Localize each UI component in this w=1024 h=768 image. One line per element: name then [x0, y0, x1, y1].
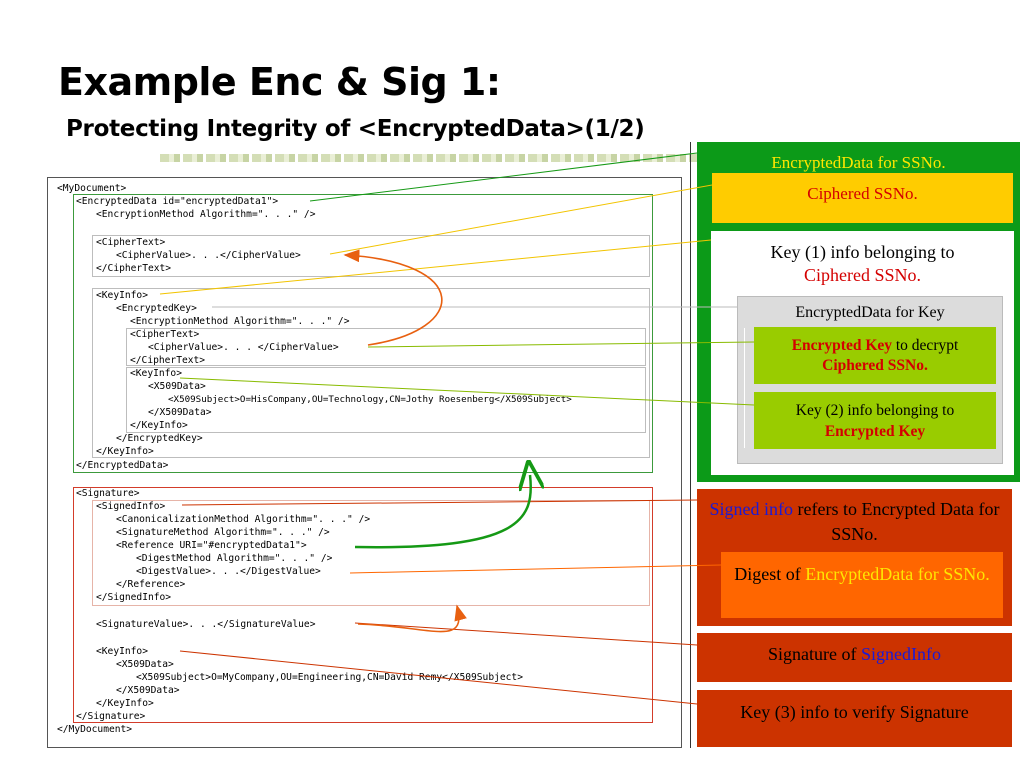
inner-ciphertext-section	[126, 328, 646, 366]
vertical-guide-line	[744, 328, 745, 448]
signed-info-label-part2: refers to Encrypted Data for SSNo.	[793, 499, 1000, 544]
encrypted-key-label-part2: to decrypt	[892, 337, 959, 354]
code-line: <X509Data>	[116, 659, 174, 670]
code-line: </KeyInfo>	[96, 698, 154, 709]
code-line: <MyDocument>	[57, 183, 127, 194]
slide-subtitle: Protecting Integrity of <EncryptedData>(…	[66, 116, 645, 142]
code-line: <X509Data>	[148, 381, 206, 392]
code-line: <EncryptedKey>	[116, 303, 197, 314]
code-line: <CanonicalizationMethod Algorithm=". . .…	[116, 514, 371, 525]
code-line: <CipherValue>. . .</CipherValue>	[116, 250, 301, 261]
code-line: <CipherText>	[96, 237, 166, 248]
encrypted-key-label-part1: Encrypted Key	[791, 337, 892, 354]
encrypted-key-label-part3: Ciphered SSNo.	[822, 357, 928, 374]
key2-box	[754, 392, 996, 449]
code-line: <Reference URI="#encryptedData1">	[116, 540, 307, 551]
code-line: <EncryptionMethod Algorithm=". . ." />	[96, 209, 316, 220]
key2-label-part2: Encrypted Key	[824, 423, 926, 440]
connector-line	[181, 499, 698, 506]
code-line: </CipherText>	[96, 263, 172, 274]
connector-line	[179, 650, 698, 705]
code-line: </SignedInfo>	[96, 592, 172, 603]
key1-label: Key (1) info belonging to Ciphered SSNo.	[711, 241, 1014, 287]
code-line: </X509Data>	[148, 407, 212, 418]
connector-line	[349, 564, 722, 574]
code-line: <X509Subject>O=MyCompany,OU=Engineering,…	[136, 672, 523, 683]
connector-line	[159, 239, 712, 295]
xml-code-frame	[47, 177, 682, 748]
curved-arrow	[354, 475, 531, 549]
signature-section	[73, 487, 653, 723]
code-line: <KeyInfo>	[96, 290, 148, 301]
code-line: </KeyInfo>	[96, 446, 154, 457]
digest-label: Digest of EncryptedData for SSNo.	[723, 562, 1001, 586]
code-line: <DigestMethod Algorithm=". . ." />	[136, 553, 333, 564]
code-line: </KeyInfo>	[130, 420, 188, 431]
code-line: </Signature>	[76, 711, 146, 722]
encrypted-data-header: EncryptedData for SSNo.	[771, 153, 946, 172]
connector-line	[179, 377, 755, 406]
signed-info-label-part1: Signed info	[709, 499, 794, 519]
code-line: <DigestValue>. . .</DigestValue>	[136, 566, 321, 577]
encrypted-key-label: Encrypted Key to decrypt Ciphered SSNo.	[754, 336, 996, 376]
decorative-brush-stroke	[160, 154, 720, 162]
connector-line	[367, 341, 755, 348]
code-line: <CipherText>	[130, 329, 200, 340]
ciphered-ssno-label: Ciphered SSNo.	[807, 184, 918, 203]
signature-of-box	[697, 633, 1012, 682]
code-line: <EncryptionMethod Algorithm=". . ." />	[130, 316, 350, 327]
code-line: </X509Data>	[116, 685, 180, 696]
keyinfo-section	[92, 288, 650, 458]
digest-box	[721, 552, 1003, 618]
connector-line	[329, 184, 713, 255]
code-line: </MyDocument>	[57, 724, 133, 735]
curved-arrow	[357, 604, 467, 633]
code-line: <EncryptedData id="encryptedData1">	[76, 196, 279, 207]
code-line: <KeyInfo>	[130, 368, 182, 379]
code-line: <KeyInfo>	[96, 646, 148, 657]
code-line: </Reference>	[116, 579, 186, 590]
code-line: </CipherText>	[130, 355, 206, 366]
code-line: <CipherValue>. . . </CipherValue>	[148, 342, 339, 353]
key1-label-part2: Ciphered SSNo.	[804, 265, 921, 285]
encrypted-key-box	[754, 327, 996, 384]
ciphertext-section	[92, 235, 650, 277]
key2-label-part1: Key (2) info belonging to	[795, 402, 955, 419]
connector-line	[309, 152, 698, 202]
code-line: <X509Subject>O=HisCompany,OU=Technology,…	[168, 394, 572, 405]
signature-of-label-part2: SignedInfo	[860, 644, 941, 664]
code-line: <SignatureValue>. . .</SignatureValue>	[96, 619, 316, 630]
vertical-guide-line	[690, 142, 691, 748]
signature-of-label-part1: Signature of	[768, 644, 861, 664]
signedinfo-section	[92, 500, 650, 606]
code-line: </EncryptedKey>	[116, 433, 203, 444]
encrypted-data-for-key-label: EncryptedData for Key	[795, 304, 945, 321]
key3-box	[697, 690, 1012, 747]
key2-label: Key (2) info belonging to Encrypted Key	[754, 400, 996, 442]
curved-arrow	[343, 249, 443, 346]
digest-label-part1: Digest of	[734, 564, 806, 584]
signed-info-label: Signed info refers to Encrypted Data for…	[700, 497, 1009, 547]
digest-label-part2: EncryptedData for SSNo.	[805, 564, 990, 584]
code-line: </EncryptedData>	[76, 460, 169, 471]
slide-title: Example Enc & Sig 1:	[58, 60, 501, 104]
connector-line	[354, 622, 698, 646]
key1-label-part1: Key (1) info belonging to	[770, 242, 955, 262]
key3-label: Key (3) info to verify Signature	[740, 702, 969, 722]
code-line: <SignedInfo>	[96, 501, 166, 512]
code-line: <SignatureMethod Algorithm=". . ." />	[116, 527, 330, 538]
code-line: <Signature>	[76, 488, 140, 499]
ciphered-ssno-box	[712, 173, 1013, 223]
signature-of-label: Signature of SignedInfo	[697, 644, 1012, 665]
